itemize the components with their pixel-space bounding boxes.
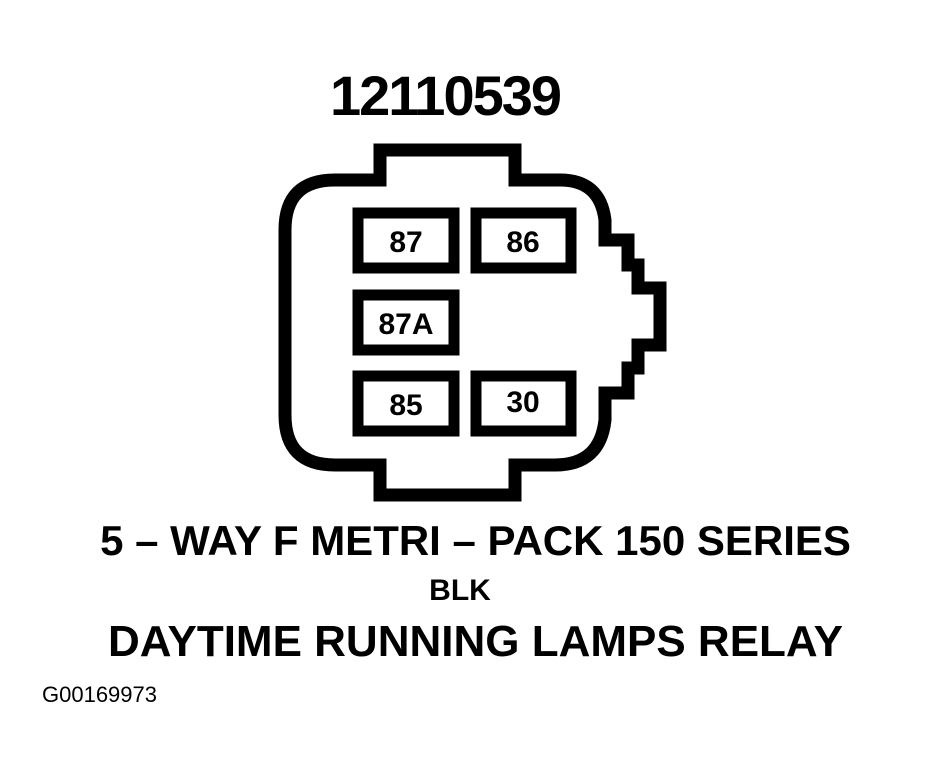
connector-housing (278, 143, 667, 502)
pin-label-87: 87 (389, 226, 422, 259)
component-title: DAYTIME RUNNING LAMPS RELAY (107, 617, 844, 666)
pin-cavity-86 (470, 207, 577, 274)
connector-color-label: BLK (429, 574, 491, 607)
figure-id: G00169973 (42, 682, 157, 707)
connector-series-label: 5 – WAY F METRI – PACK 150 SERIES (100, 517, 851, 564)
pin-cavity-87a (352, 289, 460, 356)
pin-cavity-30 (470, 370, 577, 437)
pin-label-85: 85 (389, 389, 422, 422)
pin-label-30: 30 (506, 386, 539, 419)
pin-cavity-87 (352, 207, 460, 274)
pin-label-87a: 87A (378, 308, 433, 341)
pin-label-86: 86 (506, 226, 539, 259)
pin-cavity-85 (352, 370, 460, 437)
part-number: 12110539 (329, 64, 562, 127)
